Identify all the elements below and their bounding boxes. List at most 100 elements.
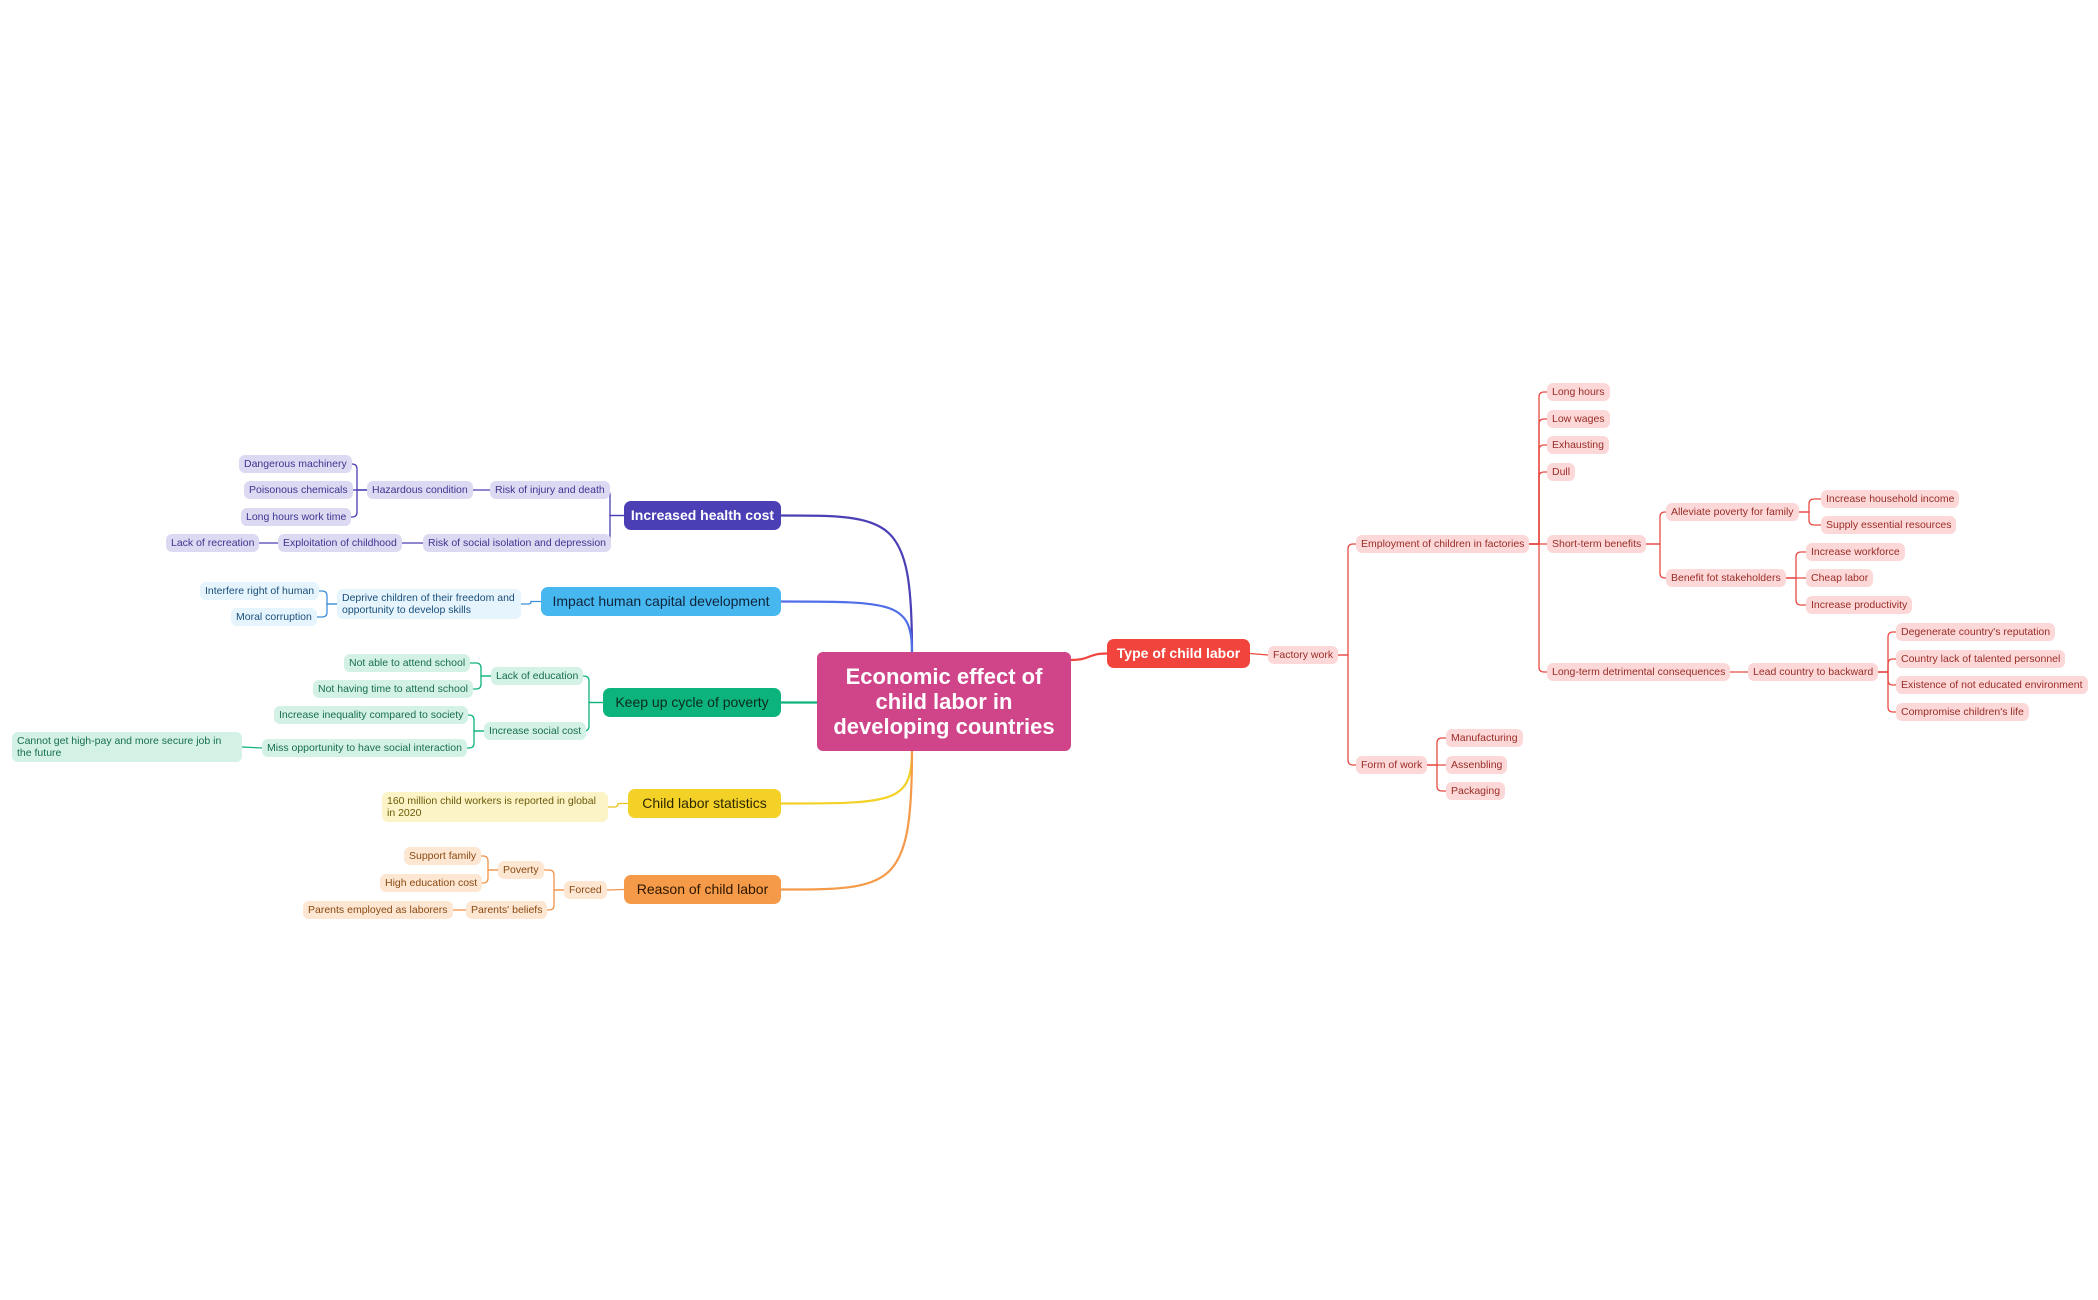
subtopic-increase-household-income[interactable]: Increase household income — [1821, 490, 1960, 509]
connector-line — [1529, 418, 1547, 545]
topic-impact-human-capital[interactable]: Impact human capital development — [541, 587, 781, 616]
connector-line — [1799, 511, 1821, 526]
connector-line — [1249, 652, 1269, 656]
subtopic-not-having-time[interactable]: Not having time to attend school — [313, 680, 474, 699]
subtopic-long-term-consequences[interactable]: Long-term detrimental consequences — [1547, 663, 1731, 682]
connector-line — [1427, 737, 1446, 766]
subtopic-benefit-fot-stakeholders[interactable]: Benefit fot stakeholders — [1666, 569, 1786, 588]
topic-type-of-child-labor[interactable]: Type of child labor — [1107, 639, 1250, 668]
connector-line — [583, 701, 603, 732]
subtopic-increase-workforce[interactable]: Increase workforce — [1806, 543, 1905, 562]
connector-line — [606, 888, 625, 891]
connector-line — [544, 869, 564, 891]
subtopic-increase-inequality[interactable]: Increase inequality compared to society — [274, 706, 469, 725]
main-branch-curve — [780, 750, 914, 805]
connector-line — [1646, 511, 1666, 545]
subtopic-exhausting[interactable]: Exhausting — [1547, 436, 1609, 455]
subtopic-not-able-to-attend-school[interactable]: Not able to attend school — [344, 654, 471, 673]
connector-line — [351, 489, 367, 518]
subtopic-poverty[interactable]: Poverty — [498, 861, 544, 880]
connector-line — [1646, 543, 1666, 579]
subtopic-dangerous-machinery[interactable]: Dangerous machinery — [239, 455, 352, 474]
topic-keep-up-cycle-of-poverty[interactable]: Keep up cycle of poverty — [603, 688, 781, 717]
subtopic-support-family[interactable]: Support family — [404, 847, 482, 866]
subtopic-risk-of-social-isolation[interactable]: Risk of social isolation and depression — [423, 534, 612, 553]
connector-line — [1799, 498, 1821, 513]
subtopic-moral-corruption[interactable]: Moral corruption — [231, 608, 317, 627]
connector-line — [1786, 551, 1806, 579]
subtopic-short-term-benefits[interactable]: Short-term benefits — [1547, 535, 1647, 554]
connector-line — [1878, 658, 1896, 673]
subtopic-forced[interactable]: Forced — [564, 881, 607, 900]
subtopic-poisonous-chemicals[interactable]: Poisonous chemicals — [244, 481, 353, 500]
subtopic-increase-social-cost[interactable]: Increase social cost — [484, 722, 587, 741]
connector-line — [1529, 471, 1547, 545]
connector-line — [241, 746, 263, 749]
subtopic-degenerate-reputation[interactable]: Degenerate country's reputation — [1896, 623, 2056, 642]
topic-increased-health-cost[interactable]: Increased health cost — [624, 501, 781, 530]
subtopic-lack-of-talented-personnel[interactable]: Country lack of talented personnel — [1896, 650, 2066, 669]
subtopic-long-hours[interactable]: Long hours — [1547, 383, 1610, 402]
subtopic-cheap-labor[interactable]: Cheap labor — [1806, 569, 1874, 588]
connector-line — [1529, 444, 1547, 545]
connector-line — [1878, 671, 1896, 686]
connector-line — [1338, 654, 1356, 766]
connector-line — [481, 855, 498, 871]
subtopic-increase-productivity[interactable]: Increase productivity — [1806, 596, 1913, 615]
connector-line — [1878, 671, 1896, 713]
connector-line — [467, 730, 484, 749]
connector-line — [319, 590, 337, 605]
connector-line — [470, 662, 491, 677]
subtopic-parents-employed-as-laborers[interactable]: Parents employed as laborers — [303, 901, 453, 920]
subtopic-dull[interactable]: Dull — [1547, 463, 1576, 482]
subtopic-interfere-right-of-human[interactable]: Interfere right of human — [200, 582, 320, 601]
subtopic-form-of-work[interactable]: Form of work — [1356, 756, 1428, 775]
main-branch-curve — [780, 750, 914, 891]
main-branch-curve — [1070, 652, 1108, 662]
subtopic-factory-work[interactable]: Factory work — [1268, 646, 1339, 665]
main-branch-curve — [780, 600, 914, 653]
connector-line — [521, 600, 541, 605]
subtopic-long-hours-work-time[interactable]: Long hours work time — [241, 508, 352, 527]
central-topic[interactable]: Economic effect of child labor in develo… — [817, 652, 1071, 751]
subtopic-lack-of-recreation[interactable]: Lack of recreation — [166, 534, 260, 553]
subtopic-not-educated-environment[interactable]: Existence of not educated environment — [1896, 676, 2088, 695]
connector-line — [1878, 631, 1896, 673]
subtopic-supply-essential-resources[interactable]: Supply essential resources — [1821, 516, 1957, 535]
subtopic-160-million-child-workers[interactable]: 160 million child workers is reported in… — [382, 792, 608, 823]
subtopic-compromise-childrens-life[interactable]: Compromise children's life — [1896, 703, 2029, 722]
subtopic-parents-beliefs[interactable]: Parents' beliefs — [466, 901, 548, 920]
subtopic-risk-of-injury[interactable]: Risk of injury and death — [490, 481, 610, 500]
connector-line — [317, 603, 337, 618]
subtopic-assenbling[interactable]: Assenbling — [1446, 756, 1508, 775]
topic-reason-of-child-labor[interactable]: Reason of child labor — [624, 875, 781, 904]
connector-line — [468, 714, 484, 732]
subtopic-manufacturing[interactable]: Manufacturing — [1446, 729, 1523, 748]
subtopic-high-education-cost[interactable]: High education cost — [380, 874, 483, 893]
connector-line — [1338, 543, 1356, 656]
subtopic-low-wages[interactable]: Low wages — [1547, 410, 1610, 429]
topic-child-labor-statistics[interactable]: Child labor statistics — [628, 789, 781, 818]
connector-line — [482, 869, 498, 884]
subtopic-lack-of-education[interactable]: Lack of education — [491, 667, 584, 686]
connector-line — [608, 802, 628, 808]
connector-line — [1529, 391, 1547, 545]
subtopic-alleviate-poverty[interactable]: Alleviate poverty for family — [1666, 503, 1799, 522]
connector-line — [1427, 764, 1446, 792]
connector-line — [1786, 577, 1806, 606]
subtopic-hazardous-condition[interactable]: Hazardous condition — [367, 481, 473, 500]
subtopic-cannot-get-high-pay-job[interactable]: Cannot get high-pay and more secure job … — [12, 732, 242, 763]
subtopic-miss-opportunity[interactable]: Miss opportunity to have social interact… — [262, 739, 467, 758]
subtopic-deprive-children[interactable]: Deprive children of their freedom and op… — [337, 589, 521, 620]
subtopic-exploitation-of-childhood[interactable]: Exploitation of childhood — [278, 534, 402, 553]
subtopic-lead-country-to-backward[interactable]: Lead country to backward — [1748, 663, 1879, 682]
connector-line — [351, 463, 367, 491]
main-branch-curve — [780, 514, 914, 653]
connector-line — [583, 675, 603, 704]
connector-line — [473, 675, 491, 690]
subtopic-employment-of-children[interactable]: Employment of children in factories — [1356, 535, 1530, 554]
subtopic-packaging[interactable]: Packaging — [1446, 782, 1506, 801]
connector-line — [1529, 543, 1547, 673]
